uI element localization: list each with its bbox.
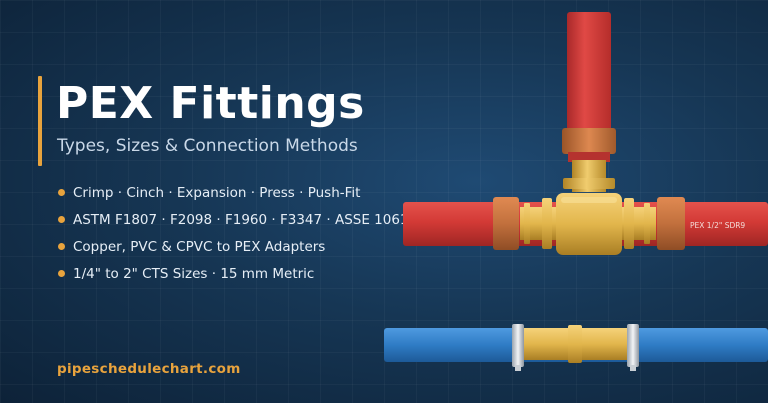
bullet-icon (58, 189, 65, 196)
bullet-icon (58, 216, 65, 223)
bullet-icon (58, 270, 65, 277)
copper-crimp-ring-top (562, 128, 616, 154)
copper-crimp-ring-right (657, 197, 685, 250)
title-accent-bar (38, 76, 42, 166)
blue-pex-pipe (384, 324, 768, 371)
crimp-ring-icon (512, 324, 524, 367)
feature-item-sizes: 1/4" to 2" CTS Sizes · 15 mm Metric (58, 264, 409, 291)
crimp-ring-icon (627, 324, 639, 367)
feature-item-connection-methods: Crimp · Cinch · Expansion · Press · Push… (58, 183, 409, 210)
feature-text: Crimp · Cinch · Expansion · Press · Push… (73, 185, 361, 201)
feature-item-standards: ASTM F1807 · F2098 · F1960 · F3347 · ASS… (58, 210, 409, 237)
feature-item-adapters: Copper, PVC & CPVC to PEX Adapters (58, 237, 409, 264)
copper-crimp-ring-left (493, 197, 519, 250)
feature-text: 1/4" to 2" CTS Sizes · 15 mm Metric (73, 266, 315, 282)
red-pex-pipe-vertical (562, 12, 616, 162)
feature-text: ASTM F1807 · F2098 · F1960 · F3347 · ASS… (73, 212, 409, 228)
feature-list: Crimp · Cinch · Expansion · Press · Push… (58, 183, 409, 291)
page-subtitle: Types, Sizes & Connection Methods (57, 136, 358, 156)
brass-tee-fitting-icon (520, 160, 656, 255)
bullet-icon (58, 243, 65, 250)
page-title: PEX Fittings (56, 78, 365, 129)
site-url: pipeschedulechart.com (57, 361, 241, 377)
pipe-marking: PEX 1/2" SDR9 (690, 221, 745, 230)
feature-text: Copper, PVC & CPVC to PEX Adapters (73, 239, 326, 255)
